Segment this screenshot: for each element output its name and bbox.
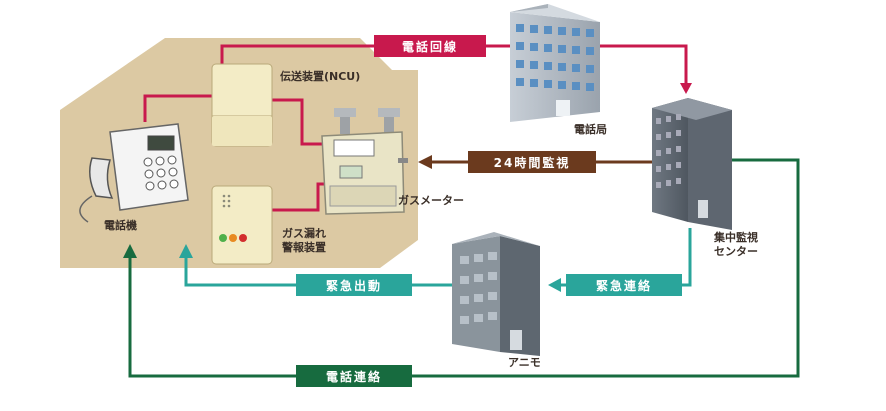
phone-line: [143, 44, 688, 212]
center-label-2: センター: [714, 245, 758, 258]
phone-label: 電話機: [104, 219, 137, 232]
tag-phone-line: 電話回線: [374, 35, 486, 57]
tag-emergency-dispatch: 緊急出動: [296, 274, 412, 296]
building-icon: [510, 4, 600, 122]
tag-emergency-contact: 緊急連絡: [566, 274, 682, 296]
arrow-icon: [680, 83, 692, 94]
telephone-icon: [79, 123, 189, 223]
ncu-label: 伝送装置(NCU): [280, 70, 361, 83]
ncu-device-icon: [211, 63, 273, 147]
building-icon: [452, 232, 540, 356]
building-icon: [652, 98, 732, 230]
center-label-1: 集中監視: [714, 231, 758, 244]
gas-meter-icon: [321, 108, 408, 215]
arrow-icon: [179, 244, 193, 258]
leak-alarm-label-1: ガス漏れ: [282, 227, 326, 240]
leak-alarm-label-2: 警報装置: [282, 241, 326, 254]
arrow-icon: [548, 278, 561, 292]
arrow-icon: [123, 244, 137, 258]
exchange-label: 電話局: [574, 123, 607, 136]
tag-monitoring: 24時間監視: [468, 151, 596, 173]
arrow-icon: [418, 155, 432, 169]
phone-contact-line: [128, 158, 800, 378]
tag-phone-contact: 電話連絡: [296, 365, 412, 387]
gas-leak-alarm-icon: [211, 185, 273, 265]
anime-label: アニモ: [508, 356, 541, 369]
gas-meter-label: ガスメーター: [398, 194, 464, 207]
